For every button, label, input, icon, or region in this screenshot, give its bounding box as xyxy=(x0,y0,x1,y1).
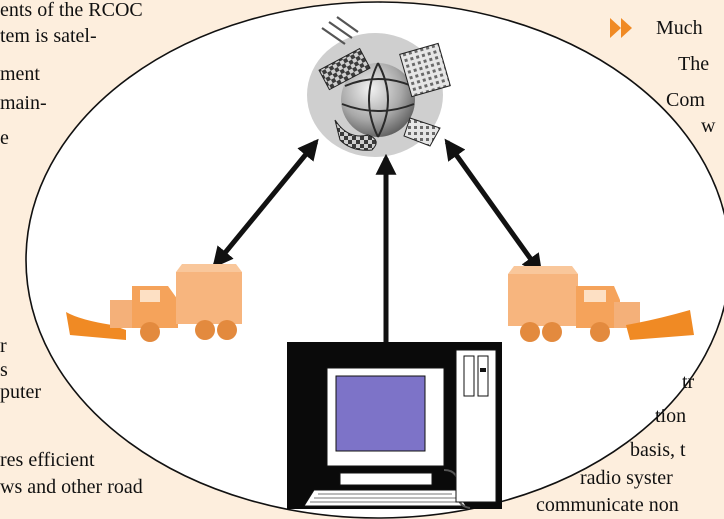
left-text-line: e xyxy=(0,127,9,149)
left-text-line: r xyxy=(0,335,7,357)
right-text-line: Com xyxy=(666,89,705,111)
desktop-computer-icon xyxy=(287,342,502,509)
right-text-line: radio syster xyxy=(580,467,673,489)
left-text-line: ents of the RCOC xyxy=(0,0,143,21)
left-text-line: ws and other road xyxy=(0,476,143,498)
right-text-line: Much xyxy=(656,17,703,39)
arrow-satellite-right-plow xyxy=(444,138,543,276)
snowplow-truck-icon xyxy=(508,266,694,342)
left-text-line: res efficient xyxy=(0,449,95,471)
right-text-line: w xyxy=(701,115,716,137)
right-text-line: basis, t xyxy=(630,439,686,461)
right-text-line: tion xyxy=(655,405,687,427)
left-text-line: tem is satel- xyxy=(0,25,97,47)
arrow-satellite-left-plow xyxy=(212,138,319,269)
double-chevron-right-icon xyxy=(610,18,632,38)
network-ellipse xyxy=(25,1,724,519)
right-text-line: The xyxy=(678,53,710,75)
satellite-globe-icon xyxy=(307,16,451,157)
left-text-line: ment xyxy=(0,63,40,85)
left-text-line: main- xyxy=(0,92,47,114)
right-text-line: communicate non xyxy=(536,494,679,516)
snowplow-truck-icon xyxy=(66,264,242,342)
left-text-line: s xyxy=(0,359,8,381)
right-text-line: tr xyxy=(682,371,695,393)
left-text-line: puter xyxy=(0,381,42,403)
